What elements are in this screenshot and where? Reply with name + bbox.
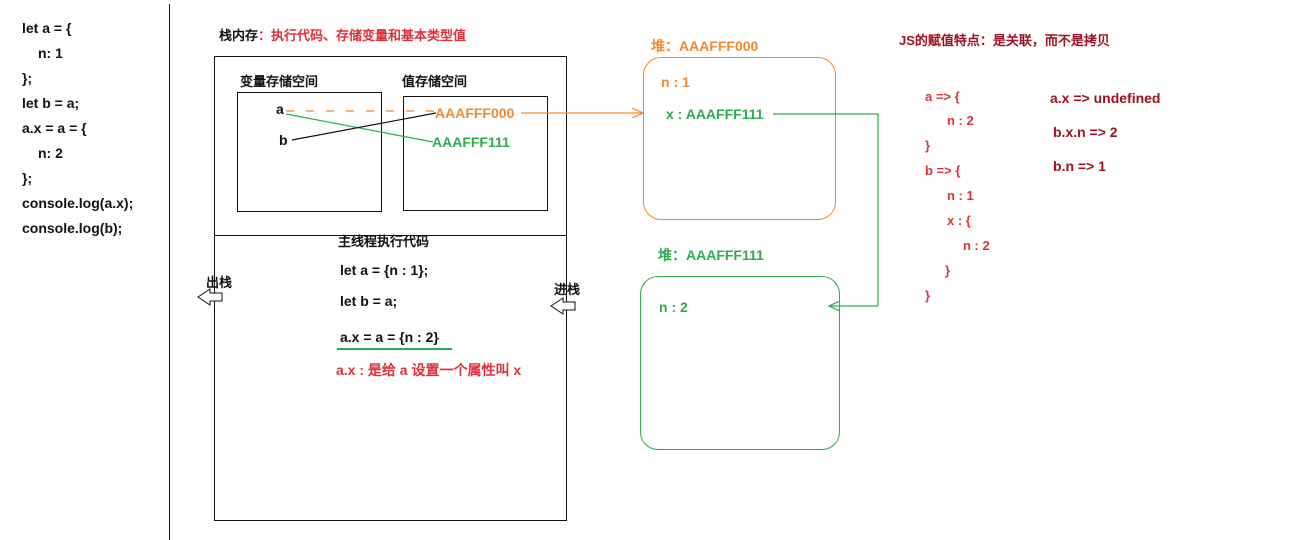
code-line: a.x = a = { — [22, 120, 87, 136]
code-line: n: 2 — [38, 145, 63, 161]
value-space-box — [403, 96, 548, 211]
code-line: let b = a; — [22, 95, 80, 111]
summary-line: b => { — [925, 163, 961, 178]
code-line: let a = { — [22, 20, 72, 36]
var-b-label: b — [279, 132, 288, 148]
summary-line: } — [925, 288, 931, 303]
value-space-label: 值存储空间 — [402, 74, 468, 89]
push-arrow-icon — [550, 297, 576, 315]
result-line: b.n => 1 — [1053, 158, 1106, 174]
code-line: console.log(a.x); — [22, 195, 134, 211]
summary-line: } — [945, 263, 951, 278]
pop-label: 出栈 — [206, 275, 233, 290]
heap1-title: 堆：AAAFFF000 — [651, 38, 759, 54]
summary-line: n : 2 — [947, 113, 974, 128]
code-line: }; — [22, 70, 33, 86]
heap1-line1: n : 1 — [661, 74, 690, 90]
heap2-title: 堆：AAAFFF111 — [658, 247, 764, 263]
code-line: console.log(b); — [22, 220, 123, 236]
separator-line — [169, 4, 170, 540]
summary-line: x : { — [947, 213, 971, 228]
underline-green — [337, 348, 452, 350]
pop-arrow-icon — [197, 288, 223, 306]
var-space-box — [237, 92, 382, 212]
note-text: a.x : 是给 a 设置一个属性叫 x — [336, 362, 522, 378]
var-space-label: 变量存储空间 — [240, 74, 319, 89]
b-to-orange-line — [291, 112, 437, 141]
summary-title: JS的赋值特点：是关联，而不是拷贝 — [899, 33, 1110, 48]
summary-line: n : 2 — [963, 238, 990, 253]
result-line: b.x.n => 2 — [1053, 124, 1118, 140]
addr-orange: AAAFFF000 — [435, 105, 515, 121]
a-to-green-line — [285, 113, 434, 143]
heap2-box — [640, 276, 840, 450]
addr-green: AAAFFF111 — [432, 134, 510, 150]
heap1-box — [643, 57, 836, 220]
result-line: a.x => undefined — [1050, 90, 1161, 106]
code-line: }; — [22, 170, 33, 186]
heap2-line1: n : 2 — [659, 299, 688, 315]
main-thread-label: 主线程执行代码 — [338, 234, 430, 249]
x-to-heap2-arrow — [773, 113, 879, 306]
push-label: 进栈 — [554, 282, 581, 297]
heap1-line2: x : AAAFFF111 — [666, 106, 764, 122]
stack-title: 栈内存：执行代码、存储变量和基本类型值 — [219, 28, 467, 43]
thread-code-line: let b = a; — [340, 293, 398, 309]
thread-code-line: let a = {n : 1}; — [340, 262, 429, 278]
summary-line: n : 1 — [947, 188, 974, 203]
summary-line: a => { — [925, 89, 960, 104]
code-line: n: 1 — [38, 45, 63, 61]
summary-line: } — [925, 138, 931, 153]
stack-bottom-box — [214, 235, 567, 521]
var-a-label: a — [276, 101, 284, 117]
thread-code-line: a.x = a = {n : 2} — [340, 329, 439, 345]
